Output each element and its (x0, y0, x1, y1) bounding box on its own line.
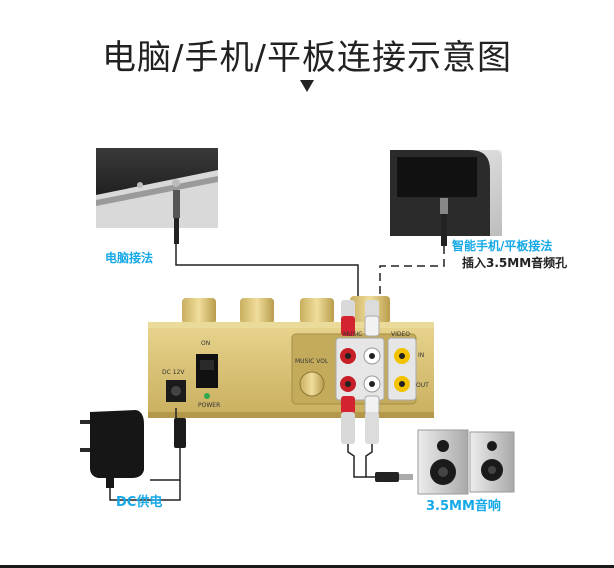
device-dc12v-label: DC 12V (162, 369, 185, 376)
rca-input-plugs (341, 300, 380, 337)
device-power-label: POWER (198, 402, 221, 409)
karaoke-device (148, 296, 434, 418)
speaker-label: 3.5MM音响 (426, 499, 501, 514)
down-arrow-icon (300, 80, 314, 92)
device-on-label: ON (201, 340, 211, 347)
device-music-vol-label: MUSIC VOL (295, 358, 329, 365)
mic-port-icon (137, 182, 143, 188)
headphone-port-icon (172, 179, 180, 187)
page-title: 电脑/手机/平板连接示意图 (102, 38, 512, 78)
bottom-divider (0, 565, 614, 568)
device-video-label: VIDEO (391, 331, 411, 338)
computer-connection-label: 电脑接法 (105, 251, 154, 265)
dc-power-label: DC供电 (116, 495, 163, 510)
speakers-photo (417, 429, 515, 495)
phone-connection-sublabel: 插入3.5MM音频孔 (462, 256, 568, 270)
phone-port-photo (390, 150, 502, 246)
rca-output-plugs (341, 395, 380, 444)
power-led-icon (204, 393, 210, 399)
laptop-port-photo (96, 148, 218, 244)
music-volume-knob (299, 371, 325, 397)
phone-connection-label: 智能手机/平板接法 (452, 239, 553, 253)
audio-plug-3-5mm (375, 472, 413, 482)
device-out-label: OUT (416, 382, 429, 389)
device-in-label: IN (418, 352, 425, 359)
device-music-label: MUSIC (343, 331, 363, 338)
power-adapter-photo (80, 410, 144, 488)
